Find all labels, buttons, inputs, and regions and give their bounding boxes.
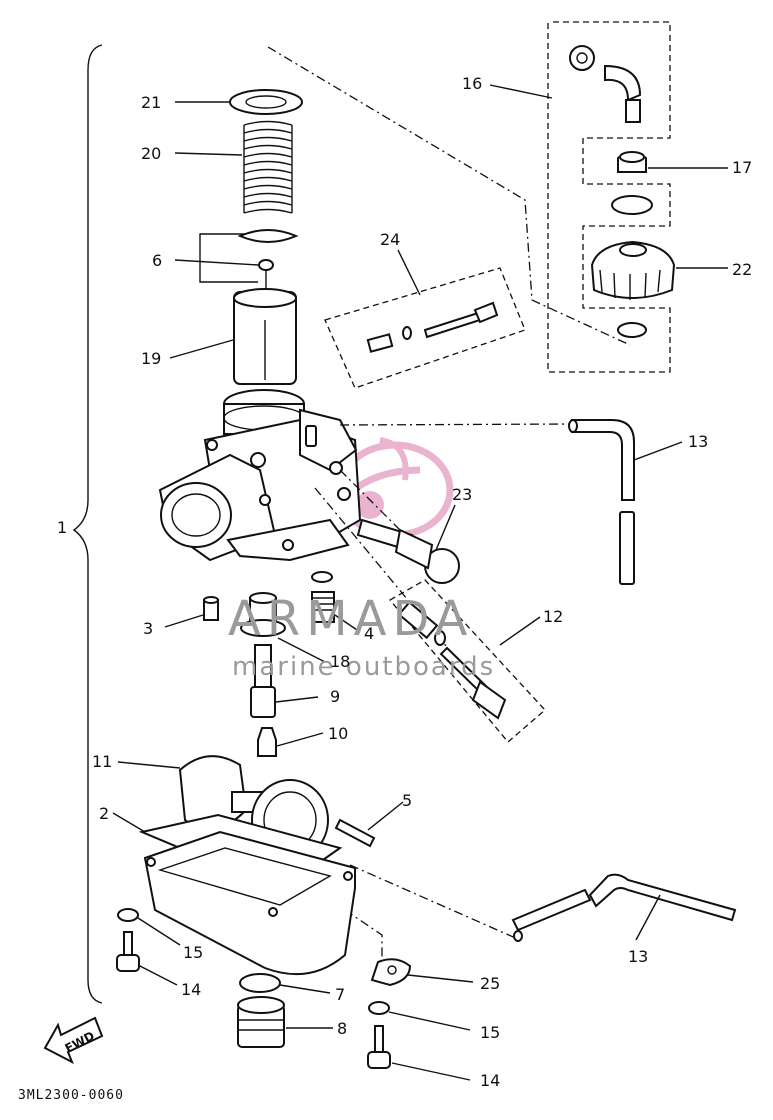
screw-part-3 [203, 596, 219, 621]
fuel-hose-part-13-top [568, 419, 635, 585]
callout-14-left: 14 [181, 980, 201, 999]
callout-24: 24 [380, 230, 400, 249]
callout-10: 10 [328, 724, 348, 743]
assembly-line-23 [339, 469, 411, 541]
washer-part-17 [611, 195, 653, 215]
throttle-screw-part-23 [356, 518, 460, 584]
elbow-fitting-part-16 [569, 45, 642, 123]
drawing-code: 3ML2300-0060 [18, 1088, 124, 1103]
leader-lines [112, 84, 728, 1081]
callout-3: 3 [143, 619, 153, 638]
callout-20: 20 [141, 144, 161, 163]
spring-part-20 [243, 120, 293, 220]
callout-7: 7 [335, 985, 345, 1004]
pilot-screw-part-24 [366, 301, 499, 353]
callout-15-right: 15 [480, 1023, 500, 1042]
assembly-line-25 [344, 909, 383, 965]
screw-part-14-right [367, 1025, 391, 1069]
float-pin-part-5 [334, 818, 376, 848]
callout-14-right: 14 [480, 1071, 500, 1090]
callout-18: 18 [330, 652, 350, 671]
clip-part-22 [617, 322, 647, 338]
callout-4: 4 [364, 624, 374, 643]
callout-13-top: 13 [688, 432, 708, 451]
callout-12: 12 [543, 607, 563, 626]
top-cap-part-22 [590, 240, 676, 300]
air-screw-part-12 [397, 600, 507, 720]
watermark-brand: ARMADA [228, 591, 473, 647]
callout-5: 5 [402, 791, 412, 810]
drain-plug-part-8 [237, 996, 285, 1048]
cap-part-17 [617, 151, 647, 173]
needle-jet-part-9 [250, 644, 276, 718]
fwd-arrow-icon [43, 1016, 104, 1065]
callout-22: 22 [732, 260, 752, 279]
assembly-line-top [267, 46, 631, 346]
pilot-jet-part-4 [311, 571, 335, 623]
jet-holder-part-18 [240, 592, 286, 637]
callout-11: 11 [92, 752, 112, 771]
washer-part-15-right [368, 1001, 390, 1015]
o-ring-part-7 [239, 973, 281, 993]
callout-16: 16 [462, 74, 482, 93]
callout-17: 17 [732, 158, 752, 177]
assembly-line-13-bottom [349, 864, 521, 941]
float-chamber [143, 830, 356, 976]
washer-part-15-left [117, 908, 139, 922]
assembly-line-13-top [339, 423, 576, 426]
callout-13-bottom: 13 [628, 947, 648, 966]
float-part-11 [178, 755, 329, 861]
ring-plate-part-21 [229, 89, 303, 115]
screw-part-14-left [116, 931, 140, 972]
callout-2: 2 [99, 804, 109, 823]
callout-bracket-6 [199, 233, 258, 283]
callout-6: 6 [152, 251, 162, 270]
callout-1: 1 [57, 518, 67, 537]
bracket-part-25 [370, 958, 412, 987]
callout-15-left: 15 [183, 943, 203, 962]
carburetor-body [158, 389, 362, 562]
callout-25: 25 [480, 974, 500, 993]
group-box-16-22 [547, 21, 671, 373]
throttle-valve-part-19 [233, 288, 297, 385]
watermark-tagline: marine outboards [232, 652, 495, 682]
callout-21: 21 [141, 93, 161, 112]
callout-23: 23 [452, 485, 472, 504]
assembly-bracket [72, 44, 103, 1004]
callout-19: 19 [141, 349, 161, 368]
plate-and-clip-part-6 [237, 229, 299, 300]
fuel-hose-part-13-bottom [511, 873, 737, 942]
group-box-24 [324, 267, 526, 389]
callout-9: 9 [330, 687, 340, 706]
callout-8: 8 [337, 1019, 347, 1038]
main-jet-part-10 [257, 727, 277, 757]
